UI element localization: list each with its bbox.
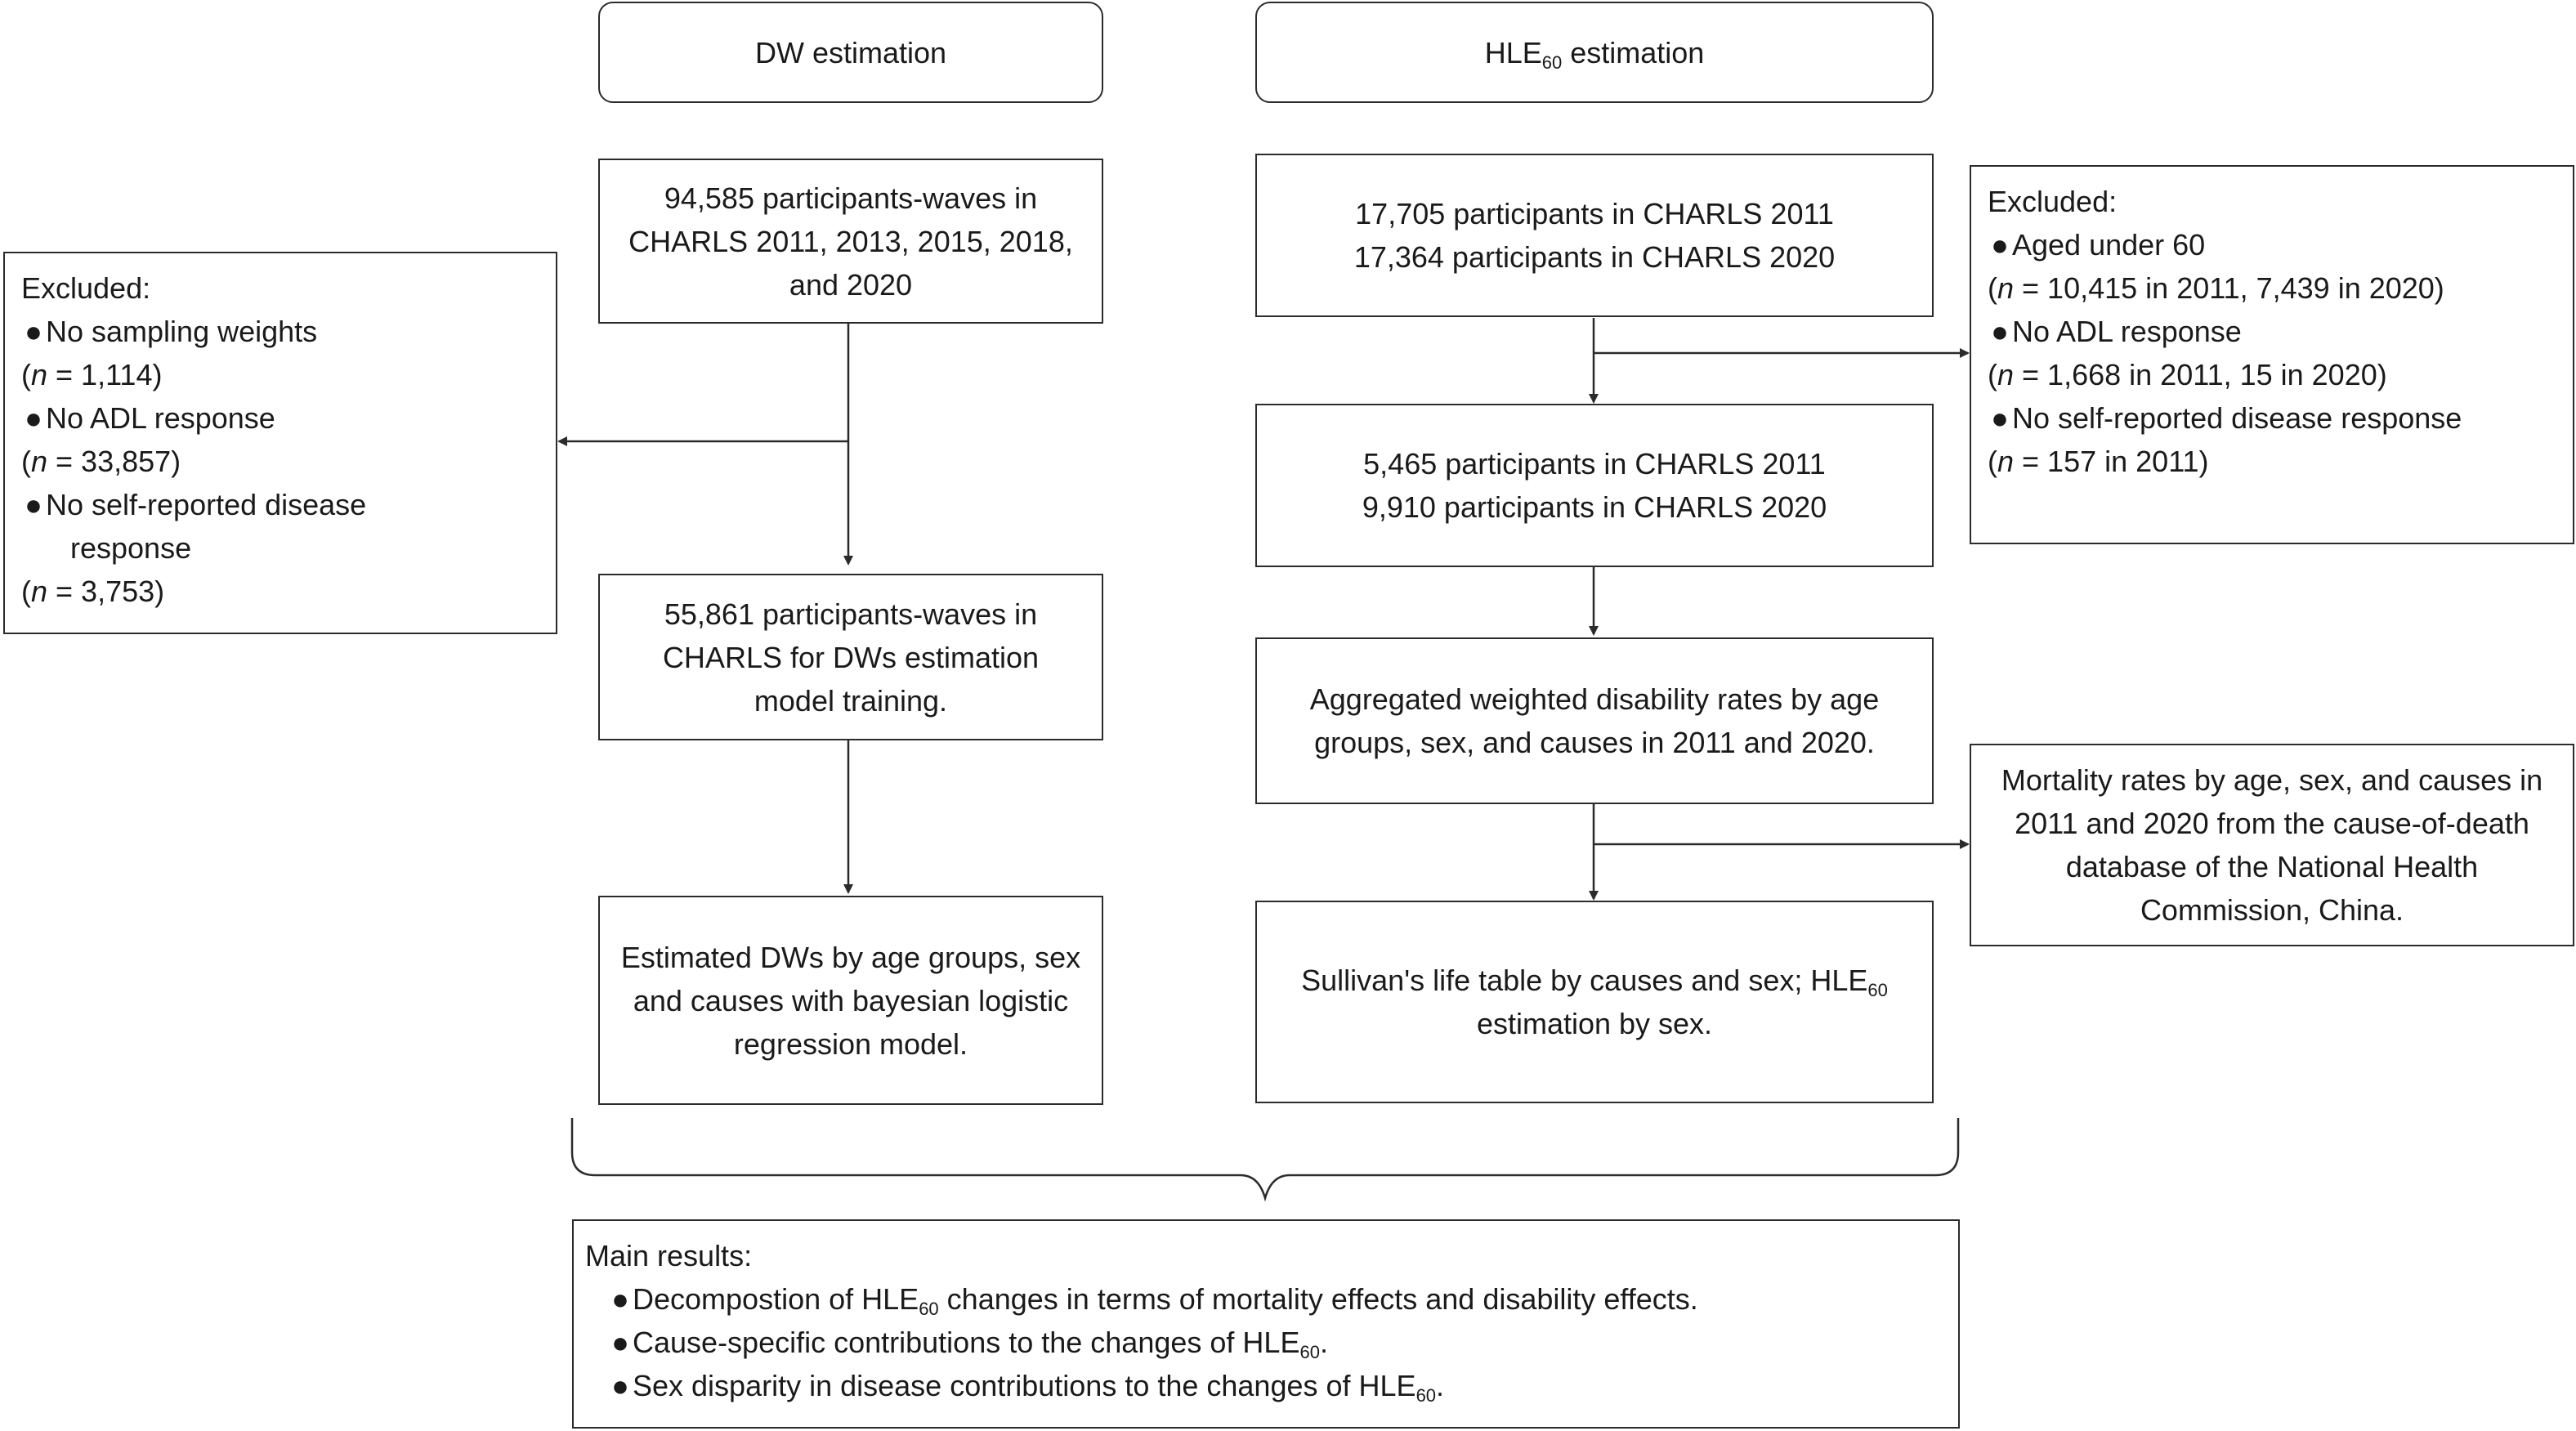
bullet-icon: ● (25, 401, 42, 435)
bullet-icon: ● (611, 1282, 629, 1316)
mortality-line: database of the National Health (2065, 850, 2479, 883)
hle-excluded-count: (n = 10,415 in 2011, 7,439 in 2020) (1988, 271, 2444, 305)
dw-estimated-box: Estimated DWs by age groups, sex and cau… (598, 896, 1103, 1105)
dw-excluded-title: Excluded: (21, 271, 151, 305)
main-results-title: Main results: (585, 1239, 753, 1272)
main-results-item: ●Sex disparity in disease contributions … (585, 1364, 1947, 1407)
hle-excluded-count: (n = 157 in 2011) (1988, 445, 2209, 478)
dw-excluded-item: ●No self-reported disease (21, 483, 539, 526)
bullet-icon: ● (1991, 228, 2009, 262)
main-results-box: Main results: ●Decompostion of HLE60 cha… (572, 1219, 1960, 1429)
bullet-icon: ● (611, 1326, 629, 1359)
dw-box3-line: Estimated DWs by age groups, sex (620, 940, 1081, 974)
mortality-rates-box: Mortality rates by age, sex, and causes … (1970, 744, 2574, 946)
hle-box2-line: 5,465 participants in CHARLS 2011 (1363, 447, 1826, 481)
dw-box3-line: and causes with bayesian logistic (633, 983, 1069, 1017)
dw-excluded-item: ●No sampling weights (21, 310, 539, 353)
brace (570, 1118, 1960, 1202)
hle-participants-box: 17,705 participants in CHARLS 2011 17,36… (1255, 154, 1934, 317)
dw-excluded-count: (n = 3,753) (21, 575, 165, 608)
hle-disability-rates-box: Aggregated weighted disability rates by … (1255, 637, 1934, 804)
hle-excluded-item: ●No ADL response (1988, 310, 2556, 353)
bullet-icon: ● (25, 315, 42, 348)
dw-excluded-item: ●No ADL response (21, 396, 539, 440)
dw-estimation-header: DW estimation (598, 2, 1103, 103)
dw-box2-line: CHARLS for DWs estimation (662, 640, 1040, 674)
hle-excluded-item: ●Aged under 60 (1988, 223, 2556, 266)
hle-header-label: HLE60 estimation (1484, 35, 1705, 73)
bullet-icon: ● (1991, 401, 2009, 435)
hle-filtered-box: 5,465 participants in CHARLS 2011 9,910 … (1255, 404, 1934, 567)
main-results-item: ●Cause-specific contributions to the cha… (585, 1321, 1947, 1364)
bullet-icon: ● (25, 488, 42, 521)
bullet-icon: ● (1991, 315, 2009, 348)
hle-excluded-box: Excluded: ●Aged under 60 (n = 10,415 in … (1970, 165, 2574, 544)
dw-training-box: 55,861 participants-waves in CHARLS for … (598, 574, 1103, 740)
dw-participants-box: 94,585 participants-waves in CHARLS 2011… (598, 159, 1103, 324)
dw-box3-line: regression model. (733, 1026, 968, 1061)
mortality-line: Commission, China. (2140, 893, 2404, 927)
dw-excluded-item-cont: response (70, 531, 192, 565)
dw-header-label: DW estimation (754, 35, 947, 69)
hle-box3-line: groups, sex, and causes in 2011 and 2020… (1314, 726, 1875, 759)
hle-box4-line: estimation by sex. (1476, 1007, 1713, 1040)
hle-excluded-title: Excluded: (1988, 185, 2118, 218)
dw-excluded-box: Excluded: ●No sampling weights (n = 1,11… (3, 252, 557, 634)
dw-box1-line: and 2020 (789, 267, 913, 302)
dw-box1-line: 94,585 participants-waves in (664, 181, 1038, 215)
main-results-item: ●Decompostion of HLE60 changes in terms … (585, 1277, 1947, 1321)
dw-excluded-count: (n = 33,857) (21, 445, 181, 478)
hle-box2-line: 9,910 participants in CHARLS 2020 (1362, 490, 1827, 524)
dw-box2-line: model training. (754, 683, 948, 718)
hle-box3-line: Aggregated weighted disability rates by … (1309, 682, 1880, 716)
mortality-line: 2011 and 2020 from the cause-of-death (2015, 807, 2529, 840)
dw-excluded-count: (n = 1,114) (21, 358, 163, 391)
hle-box1-line: 17,705 participants in CHARLS 2011 (1355, 197, 1834, 230)
dw-box1-line: CHARLS 2011, 2013, 2015, 2018, (628, 224, 1073, 258)
mortality-line: Mortality rates by age, sex, and causes … (2001, 763, 2543, 797)
hle-excluded-item: ●No self-reported disease response (1988, 396, 2556, 440)
sullivan-life-table-box: Sullivan's life table by causes and sex;… (1255, 901, 1934, 1103)
hle-box1-line: 17,364 participants in CHARLS 2020 (1353, 240, 1836, 274)
hle-estimation-header: HLE60 estimation (1255, 2, 1934, 103)
hle-box4-line: Sullivan's life table by causes and sex;… (1301, 964, 1888, 1000)
bullet-icon: ● (611, 1369, 629, 1402)
dw-box2-line: 55,861 participants-waves in (664, 597, 1038, 631)
hle-excluded-count: (n = 1,668 in 2011, 15 in 2020) (1988, 358, 2387, 391)
